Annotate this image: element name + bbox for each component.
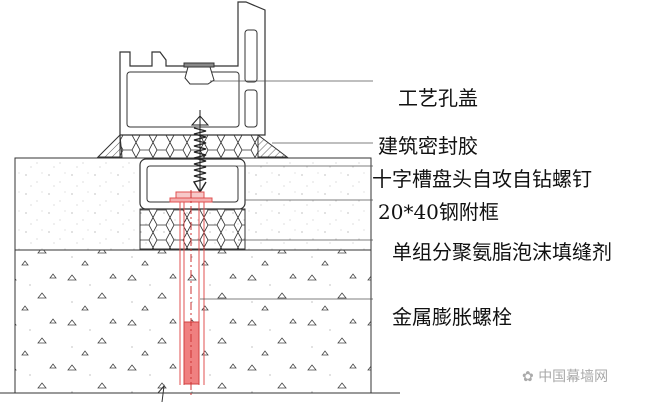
label-expansion-bolt: 金属膨胀螺栓 (392, 305, 512, 329)
hole-cover (183, 62, 215, 68)
label-sealant: 建筑密封胶 (378, 134, 478, 158)
label-hole-cover: 工艺孔盖 (398, 86, 478, 110)
self-drilling-screw (190, 110, 210, 194)
wechat-icon: ✿ (522, 369, 539, 385)
foam-filler-lower (139, 208, 246, 250)
watermark: ✿ 中国幕墙网 (522, 369, 609, 385)
break-line (0, 384, 400, 402)
sealant-right (257, 133, 289, 158)
expansion-bolt (169, 190, 213, 395)
label-screw: 十字槽盘头自攻自钻螺钉 (372, 167, 592, 191)
label-steel-subframe: 20*40钢附框 (378, 200, 499, 224)
foam-filler-upper (119, 131, 259, 159)
leader-lines (200, 80, 373, 300)
label-foam-filler: 单组分聚氨脂泡沫填缝剂 (392, 240, 612, 264)
sealant-left (96, 133, 123, 158)
